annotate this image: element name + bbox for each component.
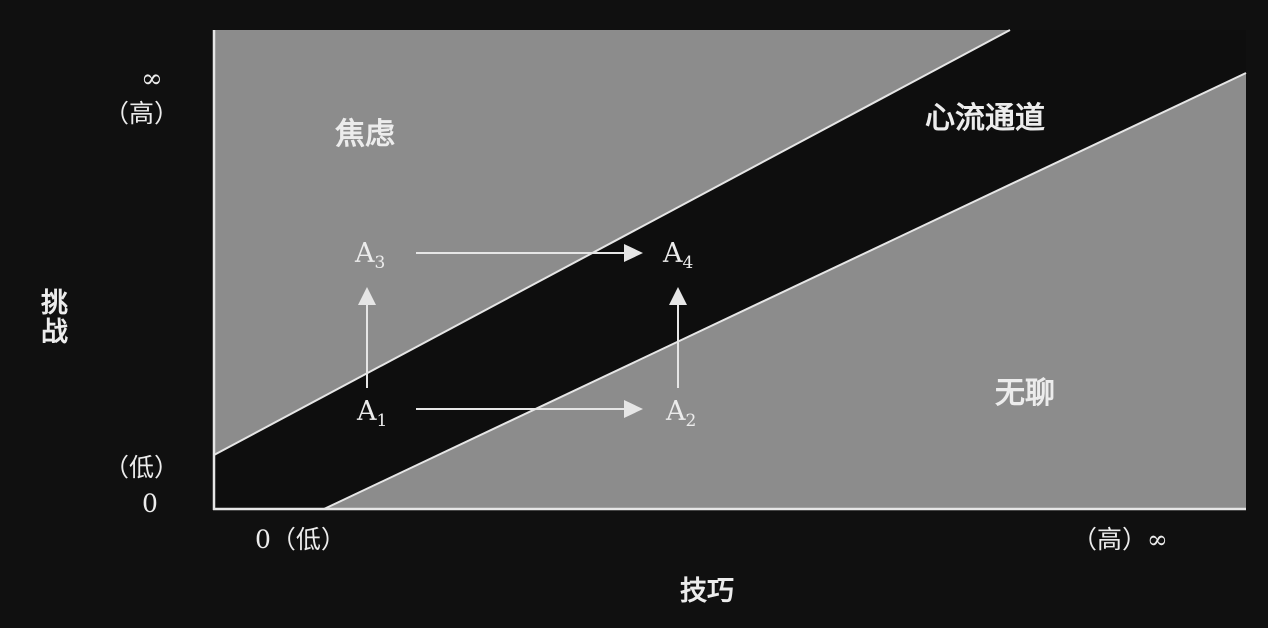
x-right-high-infinity: （高）∞ (1072, 525, 1168, 554)
anxiety-region-label: 焦虑 (335, 117, 395, 152)
boredom-boundary-line (323, 72, 1247, 510)
x-axis-title: 技巧 (680, 576, 734, 607)
y-axis-title: 挑战 (36, 288, 67, 346)
flow-channel-band (214, 30, 1246, 509)
y-bottom-low: （低） (104, 453, 180, 482)
boredom-region-label: 无聊 (995, 376, 1055, 411)
arrow-a1-to-a2 (416, 400, 643, 418)
point-a2-label: A2 (666, 396, 697, 431)
y-top-infinity: ∞ (141, 64, 163, 94)
flow-channel-label: 心流通道 (925, 101, 1045, 136)
anxiety-boundary-line (213, 29, 1011, 456)
point-a4-label: A4 (663, 238, 694, 273)
y-bottom-zero: 0 (142, 489, 158, 518)
arrow-a1-to-a3 (358, 287, 376, 388)
point-a3-label: A3 (355, 238, 386, 273)
x-left-zero-low: 0（低） (255, 525, 346, 554)
point-a1-label: A1 (357, 396, 388, 431)
arrow-a2-to-a4 (669, 287, 687, 388)
arrow-a3-to-a4 (416, 244, 643, 262)
y-top-high: （高） (104, 99, 180, 128)
